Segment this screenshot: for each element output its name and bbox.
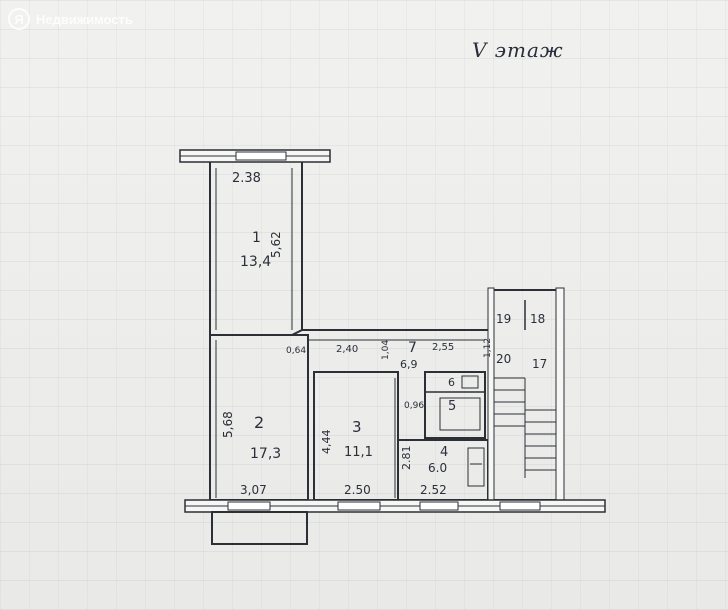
room-3-number: 3 xyxy=(352,418,362,436)
room-4-length: 2.81 xyxy=(400,446,413,471)
room-4-number: 4 xyxy=(440,445,448,460)
watermark: Я Недвижимость xyxy=(8,8,133,30)
room-7-width-right: 2,55 xyxy=(432,342,454,353)
door-gap-dim: 0,64 xyxy=(286,346,306,356)
watermark-text: Недвижимость xyxy=(36,11,133,27)
room-1-area: 13,4 xyxy=(240,254,271,270)
room-5-number: 5 xyxy=(448,399,456,414)
room-4-width: 2.52 xyxy=(420,483,447,497)
room-2-width: 3,07 xyxy=(240,483,267,497)
room-1-number: 1 xyxy=(252,230,261,246)
room-7-area: 6,9 xyxy=(400,358,418,371)
room-2-number: 2 xyxy=(254,413,264,432)
room-3-length: 4,44 xyxy=(320,430,333,455)
room-2-length: 5,68 xyxy=(221,411,235,438)
floor-label: V этаж xyxy=(472,38,564,62)
room-7-width-left: 2,40 xyxy=(336,344,358,355)
room-7-number: 7 xyxy=(408,340,417,356)
stair-label-20: 20 xyxy=(496,352,511,366)
room-1-width: 2.38 xyxy=(232,171,261,186)
room-7-depth: 1,04 xyxy=(381,340,391,360)
room-4-area: 6.0 xyxy=(428,461,447,475)
stair-label-17: 17 xyxy=(532,357,547,371)
room-6-number: 6 xyxy=(448,376,455,389)
stair-label-18: 18 xyxy=(530,312,545,326)
room-1-length: 5,62 xyxy=(269,231,283,258)
yandex-logo-icon: Я xyxy=(8,8,30,30)
room-2-area: 17,3 xyxy=(250,446,281,462)
room-3-width: 2.50 xyxy=(344,483,371,497)
stair-label-19: 19 xyxy=(496,312,511,326)
room-3-area: 11,1 xyxy=(344,445,373,460)
wc-width-dim: 0,96 xyxy=(404,401,424,411)
corridor-right-dim: 1,12 xyxy=(483,338,493,358)
walls xyxy=(179,149,606,545)
